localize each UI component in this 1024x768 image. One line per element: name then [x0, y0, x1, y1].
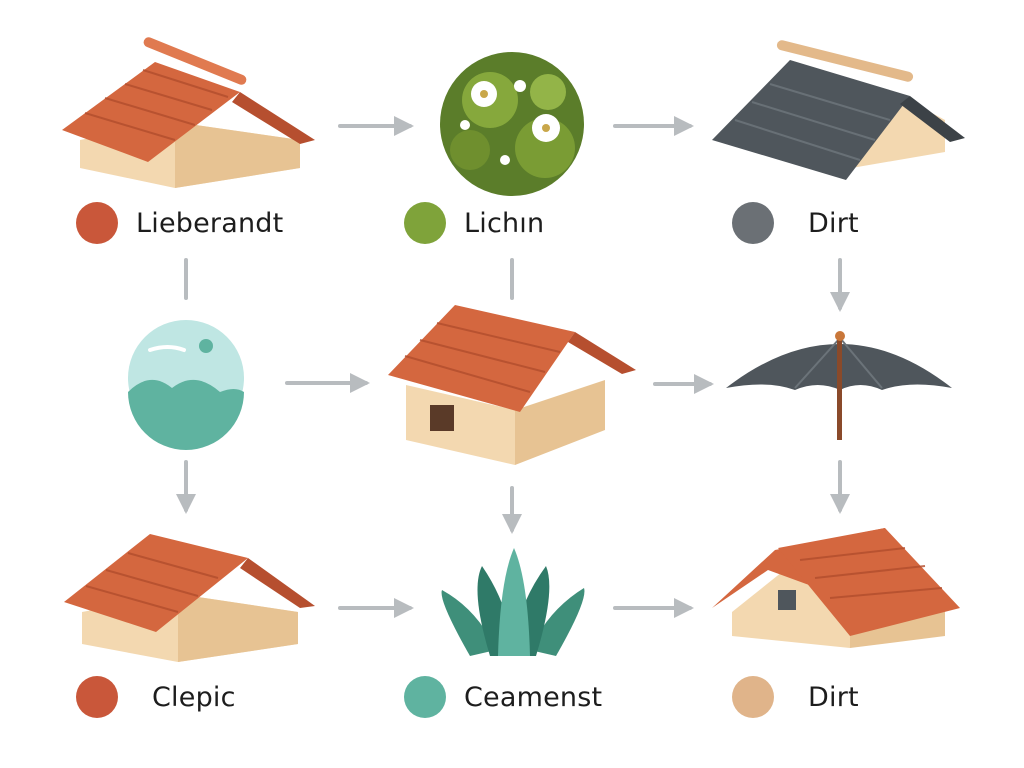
succulent-plant-icon — [441, 548, 585, 656]
legend-label: Ceamenst — [464, 681, 603, 713]
legend-dot — [76, 202, 118, 244]
legend-dot — [732, 676, 774, 718]
legend-dot — [76, 676, 118, 718]
legend-label: Dirt — [808, 681, 859, 713]
legend-dot — [732, 202, 774, 244]
legend-dot — [404, 202, 446, 244]
terracotta-roof-house-icon — [64, 534, 315, 662]
legend-label: Lichın — [464, 207, 545, 239]
legend-item-lichin: Lichın — [404, 202, 545, 244]
legend-item-lieberandt: Lieberandt — [76, 202, 284, 244]
tiled-house-small-window-icon — [712, 528, 960, 648]
legend-item-dirt: Dirt — [732, 202, 859, 244]
slate-roof-house-icon — [712, 40, 965, 180]
legend-item-ceamenst: Ceamenst — [404, 676, 603, 718]
legend-label: Clepic — [152, 681, 236, 713]
tiled-house-with-window-icon — [388, 305, 636, 465]
terracotta-roof-house-icon — [62, 37, 315, 188]
umbrella-icon — [726, 331, 952, 440]
connectors — [176, 116, 850, 618]
legend-label: Dirt — [808, 207, 859, 239]
legend-item-dirt-2: Dirt — [732, 676, 859, 718]
legend-label: Lieberandt — [136, 207, 284, 239]
lichen-moss-ball-icon — [440, 52, 584, 196]
legend-item-clepic: Clepic — [76, 676, 236, 718]
legend-dot — [404, 676, 446, 718]
sky-globe-icon — [128, 320, 244, 450]
